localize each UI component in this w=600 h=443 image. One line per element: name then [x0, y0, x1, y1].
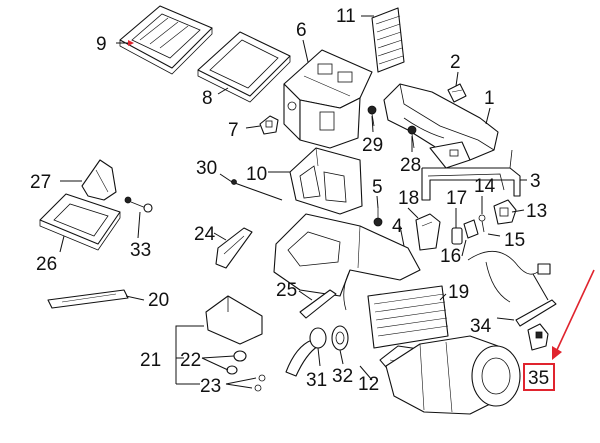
part-24-flap	[215, 227, 253, 269]
part-7-bracket	[259, 115, 279, 135]
part-21-cover	[205, 295, 263, 345]
part-17-actuator	[451, 227, 463, 245]
label-24: 24	[194, 224, 216, 245]
label-19: 19	[448, 282, 469, 303]
label-8: 8	[202, 88, 213, 109]
label-22: 22	[180, 350, 201, 371]
part-11-filter-cartridge	[371, 7, 405, 73]
label-13: 13	[526, 201, 547, 222]
label-15: 15	[504, 230, 525, 251]
part-35-resistor	[527, 323, 549, 351]
label-27: 27	[30, 172, 51, 193]
label-1: 1	[484, 88, 495, 109]
part-3-bracket	[421, 149, 521, 201]
part-28-sensor	[407, 125, 417, 149]
part-18-module	[415, 213, 441, 251]
part-30-rod	[231, 179, 283, 201]
label-2: 2	[450, 52, 461, 73]
highlight-arrowhead	[552, 346, 562, 360]
part-14-sensor	[478, 214, 486, 233]
part-25-seal	[299, 289, 337, 319]
label-21: 21	[140, 350, 161, 371]
label-11: 11	[336, 6, 356, 27]
part-26-tray	[39, 193, 121, 251]
label-31: 31	[306, 370, 327, 391]
label-26: 26	[36, 254, 57, 275]
label-3: 3	[530, 171, 541, 192]
label-30: 30	[196, 158, 217, 179]
part-4-lower-case	[273, 213, 421, 311]
part-33-screw	[124, 196, 153, 213]
part-16-motor	[463, 219, 479, 239]
part-9-filter-frame	[119, 5, 213, 75]
label-7: 7	[228, 120, 239, 141]
label-28: 28	[400, 155, 421, 176]
label-25: 25	[276, 280, 297, 301]
part-2-clip	[447, 83, 467, 103]
label-10: 10	[246, 164, 267, 185]
highlight-box	[523, 363, 555, 391]
leader-lines	[59, 15, 549, 389]
part-1-duct	[383, 83, 499, 169]
blower-base	[385, 335, 521, 415]
part-31-hose	[285, 327, 327, 377]
part-13-connector	[493, 199, 517, 225]
part-23-fitting	[226, 365, 266, 392]
part-27-bracket	[81, 159, 117, 201]
highlight-arrow	[555, 269, 595, 353]
label-16: 16	[440, 246, 461, 267]
label-17: 17	[446, 188, 467, 209]
part-10-blower-housing	[289, 147, 363, 215]
label-23: 23	[200, 376, 221, 397]
part-8-filter-element	[197, 31, 291, 103]
part-5-bolt	[373, 208, 383, 227]
label-34: 34	[470, 316, 492, 337]
label-32: 32	[332, 366, 353, 387]
part-15-wiring-harness	[467, 251, 551, 303]
label-14: 14	[474, 176, 496, 197]
part-19-evaporator	[367, 285, 449, 349]
part-34-strip	[515, 299, 557, 327]
label-18: 18	[398, 188, 419, 209]
part-20-strip	[47, 289, 129, 309]
label-35: 35	[528, 368, 549, 389]
label-6: 6	[296, 20, 307, 41]
label-33: 33	[130, 240, 151, 261]
label-5: 5	[372, 177, 383, 198]
part-32-grommet	[331, 325, 349, 351]
label-20: 20	[148, 290, 169, 311]
label-29: 29	[362, 135, 383, 156]
label-12: 12	[358, 374, 379, 395]
label-9: 9	[96, 34, 107, 55]
part-22-fitting	[233, 350, 247, 362]
label-4: 4	[392, 216, 403, 237]
highlight-35	[523, 269, 595, 391]
part-6-upper-housing	[283, 49, 373, 149]
part-labels: 9 8 7 6 11 2 1 29 28 30 10 27 3 5 18 17 …	[30, 6, 549, 397]
